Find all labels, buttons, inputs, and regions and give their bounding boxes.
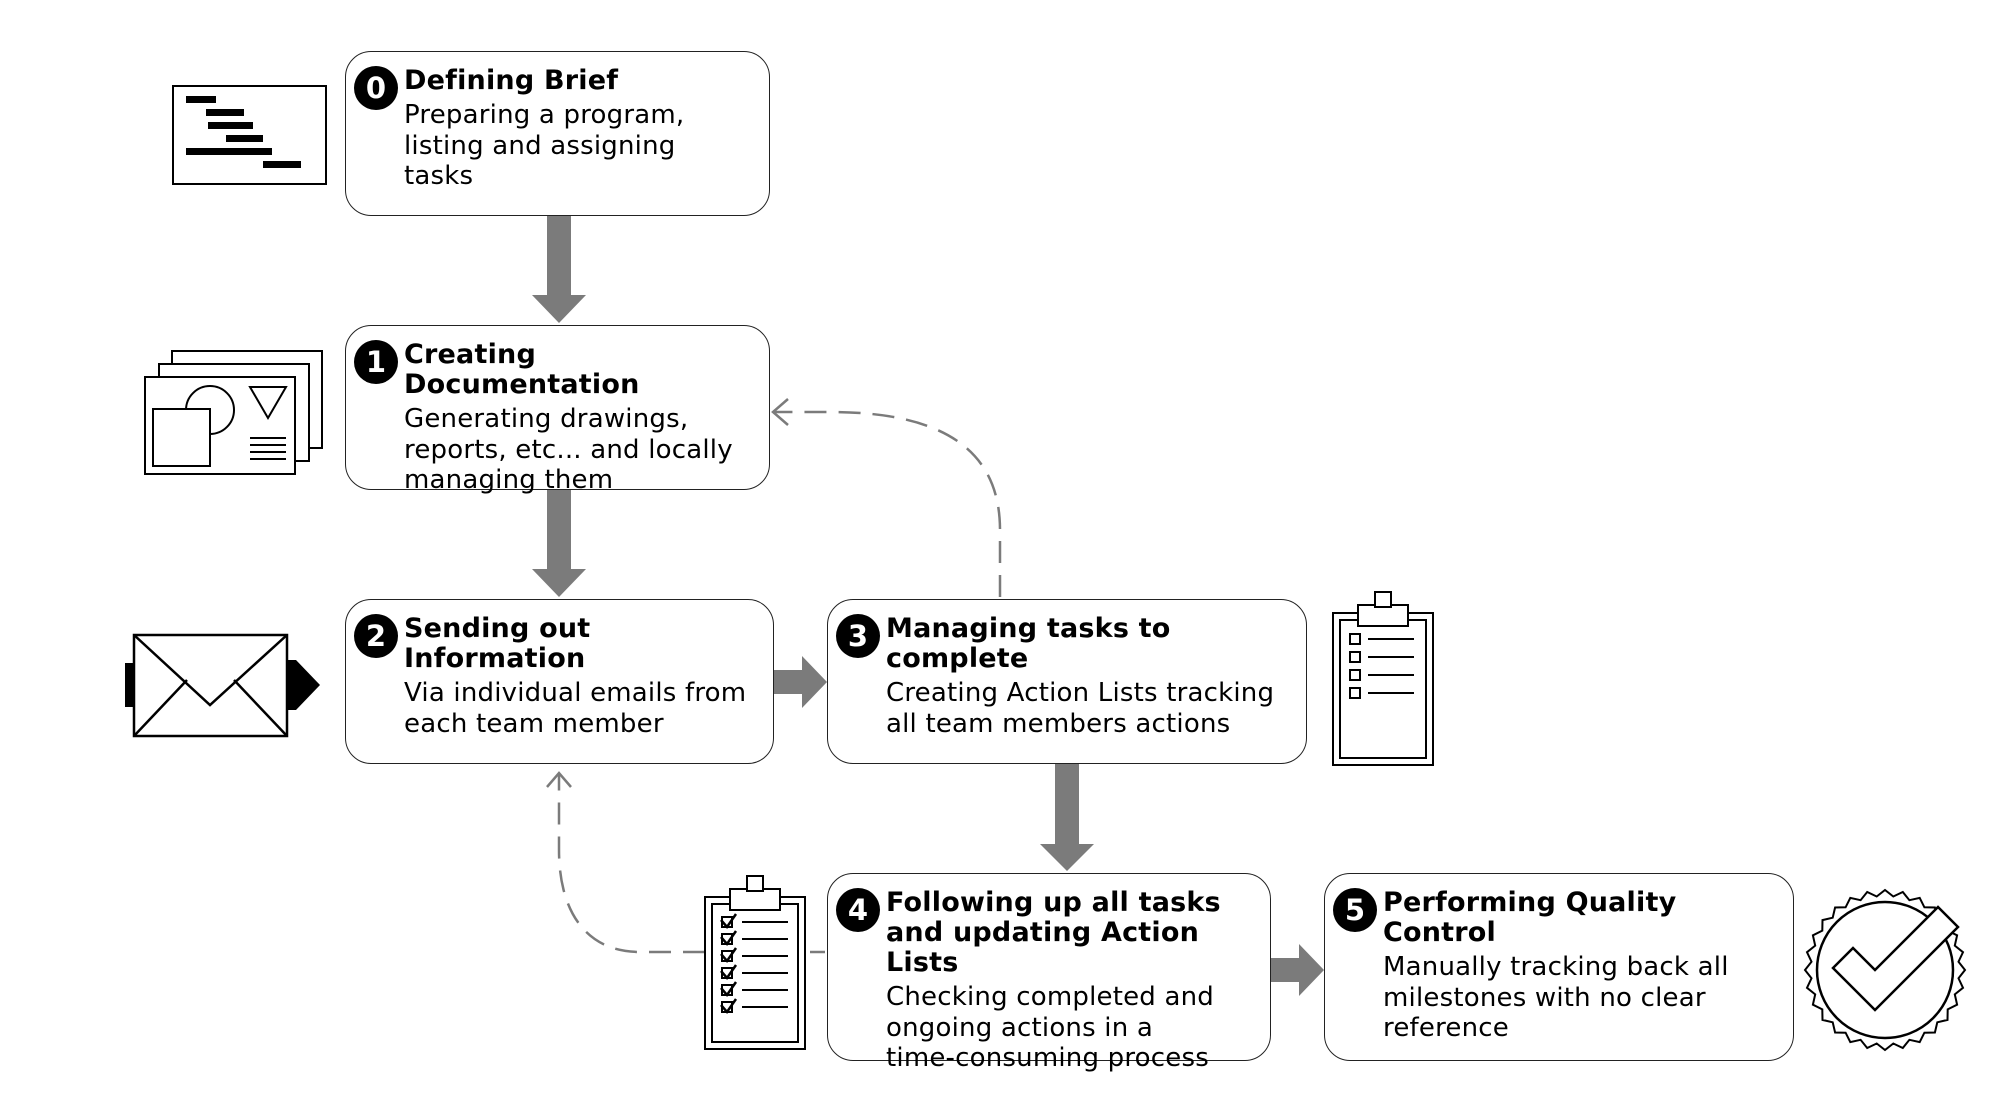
clipboard-checklist-icon <box>1332 591 1434 766</box>
step-number-badge: 4 <box>836 888 880 932</box>
documents-stack-icon <box>144 350 323 475</box>
step-title: Following up all tasks and updating Acti… <box>886 887 1221 978</box>
clipboard-checked-icon <box>704 875 806 1050</box>
step-1-box: 1 Creating Documentation Generating draw… <box>345 325 770 495</box>
step-title: Performing Quality Control <box>1383 887 1677 948</box>
step-0-box: 0 Defining Brief Preparing a program, li… <box>345 51 770 216</box>
arrow-0-to-1 <box>532 216 586 323</box>
step-4-box: 4 Following up all tasks and updating Ac… <box>827 873 1271 1073</box>
step-number-badge: 0 <box>354 66 398 110</box>
step-title: Managing tasks to complete <box>886 613 1171 674</box>
step-description: Generating drawings, reports, etc... and… <box>404 404 733 495</box>
step-number-badge: 3 <box>836 614 880 658</box>
arrow-2-to-3 <box>774 656 827 708</box>
arrow-3-to-4 <box>1040 764 1094 871</box>
gantt-chart-icon <box>172 85 327 185</box>
step-5-box: 5 Performing Quality Control Manually tr… <box>1324 873 1794 1061</box>
step-number-badge: 2 <box>354 614 398 658</box>
step-title: Defining Brief <box>404 65 619 96</box>
step-3-box: 3 Managing tasks to complete Creating Ac… <box>827 599 1307 764</box>
quality-seal-icon <box>1803 888 1967 1052</box>
arrow-4-to-5 <box>1271 944 1324 996</box>
step-description: Via individual emails from each team mem… <box>404 678 747 739</box>
step-2-box: 2 Sending out Information Via individual… <box>345 599 774 764</box>
email-send-icon <box>125 633 320 738</box>
feedback-3-to-1 <box>771 398 1002 597</box>
arrow-1-to-2 <box>532 490 586 597</box>
step-description: Creating Action Lists tracking all team … <box>886 678 1275 739</box>
step-description: Checking completed and ongoing actions i… <box>886 982 1214 1073</box>
step-description: Preparing a program, listing and assigni… <box>404 100 685 191</box>
step-number-badge: 1 <box>354 340 398 384</box>
step-description: Manually tracking back all milestones wi… <box>1383 952 1729 1043</box>
step-title: Creating Documentation <box>404 339 640 400</box>
feedback-4-to-2 <box>546 771 825 954</box>
step-number-badge: 5 <box>1333 888 1377 932</box>
step-title: Sending out Information <box>404 613 591 674</box>
